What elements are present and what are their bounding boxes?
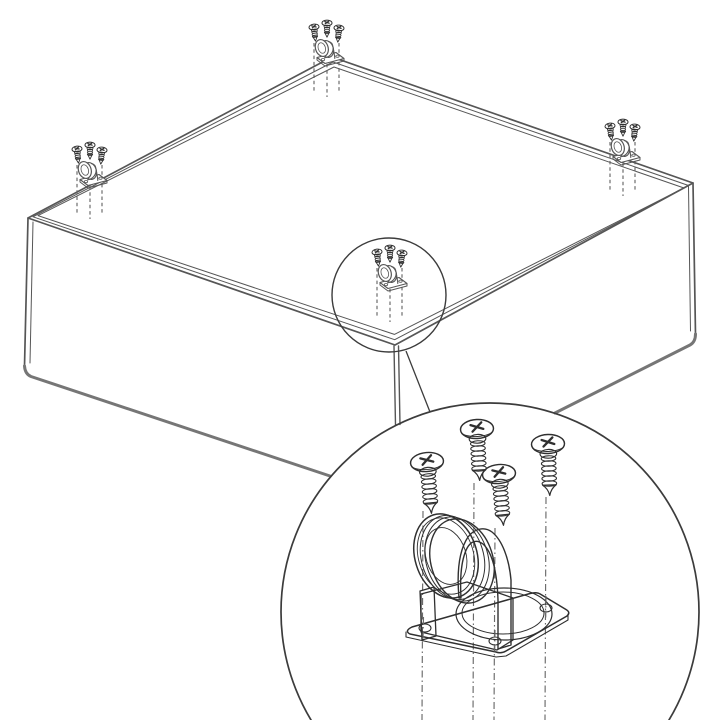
fork-arch: [457, 528, 512, 650]
swivel-dome-outer: [455, 587, 553, 641]
caster-front-corner: [372, 245, 408, 322]
screw-top: [458, 417, 498, 483]
screw-centerline: [493, 527, 496, 720]
swivel-dome-inner: [461, 591, 545, 635]
caster-left-corner: [72, 142, 108, 219]
fork-base: [420, 581, 514, 651]
magnifier-source-circle: [331, 237, 447, 353]
magnifier-detail-circle: [280, 402, 700, 720]
detail-screws-layer: [408, 417, 568, 528]
screw-left: [408, 449, 450, 516]
caster-right-corner: [605, 119, 641, 196]
magnifier-leader-line: [405, 350, 431, 413]
cabinet-left-face: [23, 217, 332, 478]
mounting-plate: [406, 591, 570, 654]
screw-centerline: [421, 510, 424, 720]
cabinet-front-corner-edge: [393, 345, 401, 426]
plate-hole: [418, 623, 432, 633]
wheel-hub: [424, 527, 468, 585]
screw-centerline: [544, 496, 547, 720]
cabinet-box: [23, 56, 697, 478]
cabinet-top-face: [27, 56, 694, 346]
cabinet-left-bottom-edge: [23, 364, 332, 478]
hole-centerline-marks: [422, 595, 547, 654]
screw-right: [530, 432, 568, 498]
cabinet-right-face: [553, 182, 697, 415]
caster-back-corner: [309, 20, 345, 97]
screw-front-center: [480, 461, 522, 528]
detail-caster-assembly: [405, 513, 570, 658]
cabinet-right-bottom-edge: [553, 332, 697, 415]
screw-centerlines: [421, 482, 547, 720]
screw-centerline: [472, 482, 475, 720]
